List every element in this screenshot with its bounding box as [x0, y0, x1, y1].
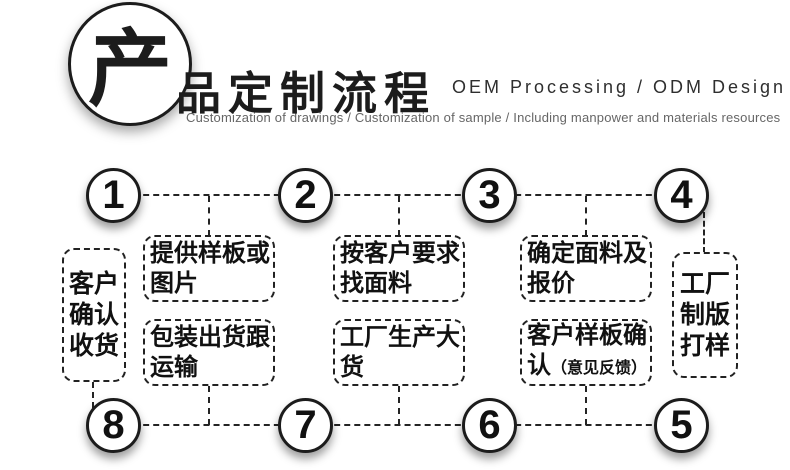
step-box-provide-sample: 提供样板或 图片	[143, 235, 275, 302]
connector-stub-top-2	[398, 196, 400, 236]
connector-top-horizontal	[113, 194, 682, 196]
step-circle-5: 5	[654, 398, 709, 453]
page-title: 品定制流程	[176, 68, 437, 119]
step-box-bulk-production: 工厂生产大 货	[333, 319, 465, 386]
connector-bottom-horizontal	[113, 424, 682, 426]
feedback-note: （意见反馈）	[551, 360, 648, 377]
step-circle-1: 1	[86, 168, 141, 223]
connector-stub-top-3	[585, 196, 587, 236]
title-badge-char: 产	[87, 22, 172, 116]
step-circle-8: 8	[86, 398, 141, 453]
step-box-factory-sampling: 工厂 制版 打样	[672, 252, 738, 378]
step-box-customer-receipt: 客户 确认 收货	[62, 248, 126, 382]
connector-stub-bottom-2	[398, 386, 400, 425]
step-box-packing-shipping: 包装出货跟 运输	[143, 319, 275, 386]
step-circle-6: 6	[462, 398, 517, 453]
connector-stub-bottom-1	[208, 386, 210, 425]
step-circle-7: 7	[278, 398, 333, 453]
tagline-english: Customization of drawings / Customizatio…	[186, 110, 781, 125]
step-box-find-fabric: 按客户要求 找面料	[333, 235, 465, 302]
step-box-confirm-fabric-quote: 确定面料及 报价	[520, 235, 652, 302]
title-badge-circle: 产	[68, 2, 192, 126]
step-box-sample-confirm: 客户样板确 认（意见反馈）	[520, 319, 652, 386]
step-circle-3: 3	[462, 168, 517, 223]
connector-stub-top-1	[208, 196, 210, 236]
connector-stub-bottom-3	[585, 386, 587, 425]
connector-receipt-box-to-circle8	[92, 382, 94, 408]
step-circle-2: 2	[278, 168, 333, 223]
step-circle-4: 4	[654, 168, 709, 223]
connector-circle4-to-sampling-box	[703, 212, 705, 253]
subtitle-english: OEM Processing / ODM Design	[452, 77, 787, 97]
